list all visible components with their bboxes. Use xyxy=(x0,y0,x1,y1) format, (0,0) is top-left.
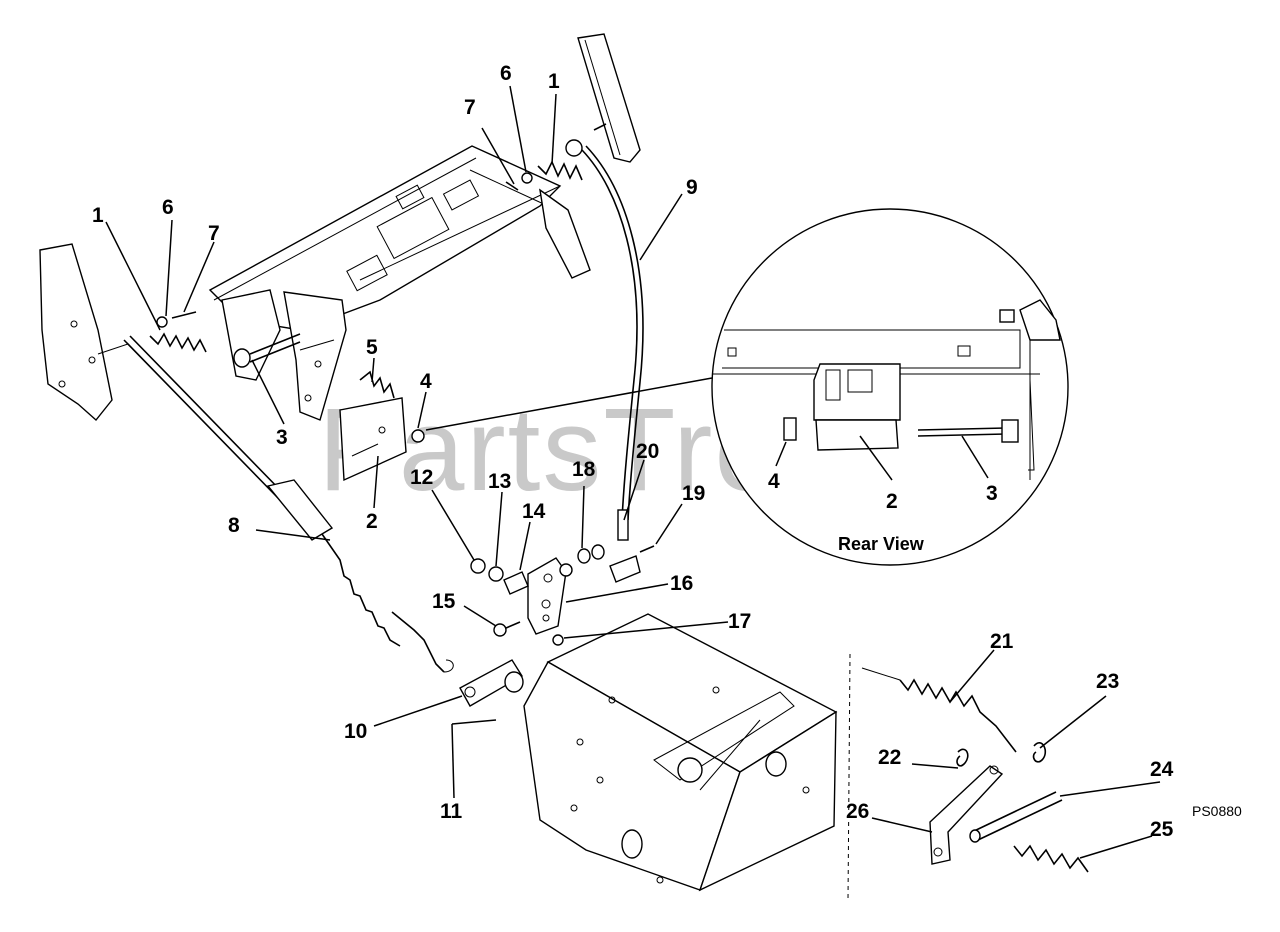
callout-25: 25 xyxy=(1150,818,1174,841)
callout-4: 4 xyxy=(420,370,432,393)
pin-7-upper xyxy=(505,181,519,191)
callout-numbers: 1 6 7 3 5 4 2 7 6 1 9 8 12 13 14 18 20 1… xyxy=(92,62,1174,841)
bolt-15 xyxy=(493,621,521,637)
callout-2: 2 xyxy=(366,510,378,533)
callout-24: 24 xyxy=(1150,758,1174,781)
callout-16: 16 xyxy=(670,572,693,595)
callout-23: 23 xyxy=(1096,670,1119,693)
callout-26: 26 xyxy=(846,800,869,823)
callout-2-inset: 2 xyxy=(886,490,898,513)
callout-11: 11 xyxy=(440,800,463,823)
washer-13 xyxy=(488,566,504,582)
callout-13: 13 xyxy=(488,470,511,493)
callout-leaders xyxy=(105,85,1161,859)
callout-15: 15 xyxy=(432,590,456,613)
washer-18 xyxy=(577,548,591,564)
left-handle-bracket xyxy=(39,243,129,422)
rod-24 xyxy=(969,791,1063,843)
callout-8: 8 xyxy=(228,514,240,537)
callout-22: 22 xyxy=(878,746,901,769)
rear-view-inset xyxy=(711,208,1069,566)
callout-7-upper: 7 xyxy=(464,96,476,119)
clutch-bracket xyxy=(339,397,407,482)
nut-17 xyxy=(552,634,564,646)
spring-25 xyxy=(1013,844,1089,873)
callout-19: 19 xyxy=(682,482,705,505)
spring-1-left xyxy=(149,332,207,353)
inset-leader xyxy=(425,377,713,431)
callout-20: 20 xyxy=(636,440,659,463)
callout-3-inset: 3 xyxy=(986,482,998,505)
pin-7-left xyxy=(171,311,197,319)
spring-21 xyxy=(861,667,1017,753)
dashed-guide xyxy=(847,653,851,901)
callout-21: 21 xyxy=(990,630,1014,653)
spring-5 xyxy=(359,370,395,399)
rod-8 xyxy=(123,335,454,673)
control-panel xyxy=(208,145,591,421)
screw-19 xyxy=(639,545,655,553)
callout-3: 3 xyxy=(276,426,288,449)
gearbox-housing xyxy=(523,613,838,892)
idler-bracket-16 xyxy=(527,557,573,635)
washer-6-left xyxy=(156,316,168,328)
callout-12: 12 xyxy=(410,466,433,489)
clip-23 xyxy=(1032,742,1047,763)
spacer-14 xyxy=(503,571,529,595)
callout-5: 5 xyxy=(366,336,378,359)
callout-14: 14 xyxy=(522,500,546,523)
spring-1-upper xyxy=(537,160,583,181)
link-10 xyxy=(459,659,524,707)
washer-6-upper xyxy=(521,172,533,184)
cable-9 xyxy=(565,123,644,541)
callout-17: 17 xyxy=(728,610,751,633)
callout-9: 9 xyxy=(686,176,698,199)
arm-26 xyxy=(929,765,1004,865)
callout-7: 7 xyxy=(208,222,220,245)
callout-6: 6 xyxy=(162,196,174,219)
drawing-code: PS0880 xyxy=(1192,803,1242,819)
callout-6-upper: 6 xyxy=(500,62,512,85)
nut-12 xyxy=(470,558,486,574)
rear-view-caption: Rear View xyxy=(838,534,925,554)
callout-18: 18 xyxy=(572,458,596,481)
callout-1: 1 xyxy=(92,204,104,227)
upper-handle-bracket xyxy=(577,33,641,163)
pin-11 xyxy=(451,719,497,725)
clip-22 xyxy=(956,748,969,767)
washer-18b xyxy=(591,544,605,560)
callout-1-upper: 1 xyxy=(548,70,560,93)
callout-4-inset: 4 xyxy=(768,470,780,493)
block-20 xyxy=(609,555,641,583)
callout-10: 10 xyxy=(344,720,367,743)
bolt-3 xyxy=(233,333,301,368)
nut-4 xyxy=(411,429,425,443)
